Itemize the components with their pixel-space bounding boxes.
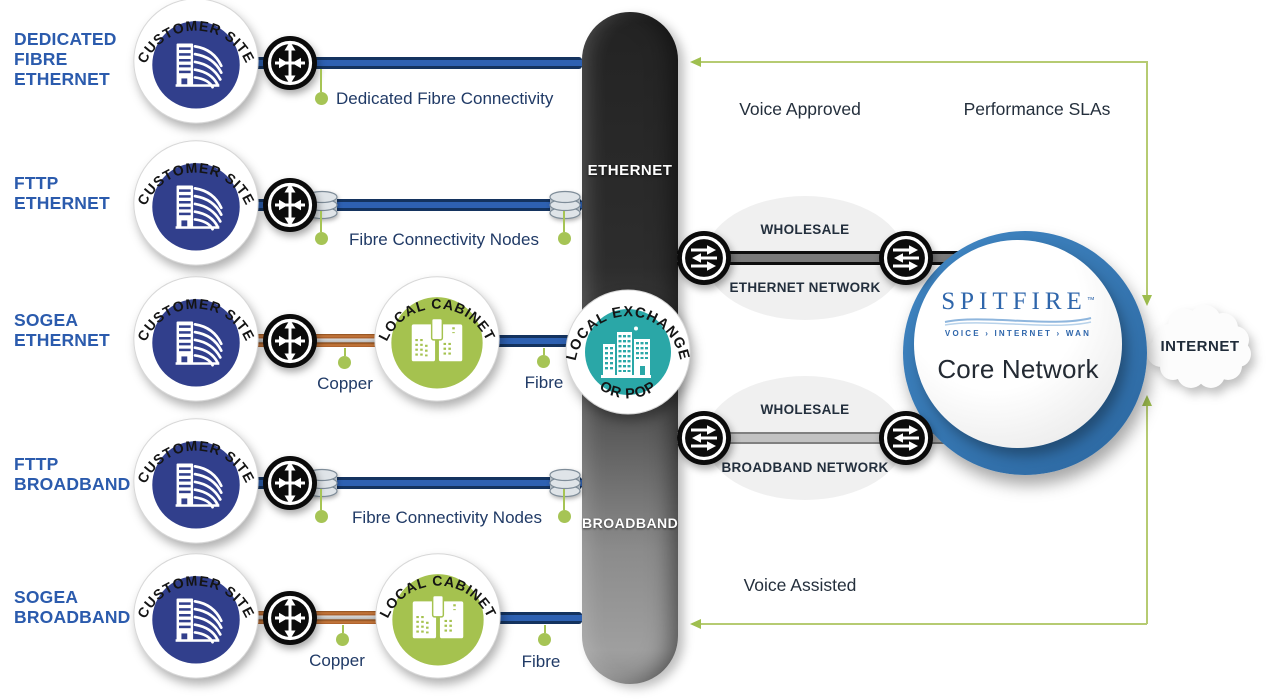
bar-label-broadband: BROADBAND [582,515,679,531]
callout-stem [320,69,322,92]
callout-dot [315,92,328,105]
voice-approved-loop-line [701,61,1147,63]
voice-assisted-loop-line [701,623,1147,625]
switch-icon-ethernet-right [876,228,936,288]
callout-dot [315,510,328,523]
customer-site-node-row1 [128,0,264,127]
router-icon-row2 [260,175,320,235]
internet-cloud: INTERNET [1147,305,1251,388]
core-network-inner: SPITFIRE™ VOICE › INTERNET › WAN Core Ne… [914,240,1122,448]
row-label-sogea-broadband: SOGEA BROADBAND [14,587,131,627]
fibre-label-row3: Fibre [524,373,564,392]
callout-dot [338,356,351,369]
row-label-line: DEDICATED [14,29,117,49]
row-label-line: BROADBAND [14,474,131,494]
loop-arrow-up-icon [1142,395,1152,406]
core-network-label: Core Network [937,354,1099,384]
row-label-line: BROADBAND [14,607,131,627]
fibre-label-row5: Fibre [521,652,561,671]
dedicated-fibre-connectivity-label: Dedicated Fibre Connectivity [336,89,554,108]
customer-site-node-row4 [128,411,264,547]
row-label-line: SOGEA [14,310,79,330]
fibre-connectivity-nodes-label-top: Fibre Connectivity Nodes [349,230,539,249]
row-label-line: FTTP [14,454,59,474]
router-icon-row3 [260,311,320,371]
loop-arrow-left-top-icon [690,57,701,67]
router-icon-row5 [260,588,320,648]
voice-approved-label: Voice Approved [739,99,861,119]
switch-icon-broadband-left [674,408,734,468]
row-label-line: ETHERNET [14,330,110,350]
callout-stem [544,625,546,633]
wholesale-label: WHOLESALE [760,222,850,237]
loop-line-right-lower [1146,404,1148,624]
customer-site-node-row5 [128,546,264,682]
logo-swoosh-icon [944,317,1092,327]
loop-arrow-down-icon [1142,295,1152,306]
copper-label-row5: Copper [309,651,365,670]
callout-stem [563,489,565,510]
callout-stem [320,489,322,510]
spitfire-logo: SPITFIRE™ [914,288,1122,316]
router-icon-row1 [260,33,320,93]
row-label-sogea-ethernet: SOGEA ETHERNET [14,310,110,350]
callout-dot [538,633,551,646]
voice-assisted-label: Voice Assisted [743,575,857,595]
broadband-network-label: BROADBAND NETWORK [721,460,889,475]
local-exchange-node [563,287,693,417]
callout-dot [558,510,571,523]
row-label-line: FTTP [14,173,59,193]
customer-site-node-row2 [128,133,264,269]
callout-stem [344,348,346,356]
callout-dot [558,232,571,245]
callout-dot [315,232,328,245]
copper-label-row3: Copper [317,374,373,393]
bar-label-ethernet: ETHERNET [587,162,673,179]
router-icon-row4 [260,453,320,513]
callout-stem [563,211,565,232]
spitfire-core-network: SPITFIRE™ VOICE › INTERNET › WAN Core Ne… [903,231,1147,475]
callout-stem [320,211,322,232]
ethernet-network-label: ETHERNET NETWORK [729,280,881,295]
row-label-fttp-ethernet: FTTP ETHERNET [14,173,110,213]
row-label-line: ETHERNET [14,69,110,89]
performance-slas-label: Performance SLAs [963,99,1111,119]
fibre-line-row1 [240,57,582,69]
loop-line-right-upper [1146,61,1148,297]
fibre-node-icon-row4-b [547,467,583,499]
callout-dot [537,355,550,368]
wholesale-label: WHOLESALE [760,402,850,417]
internet-label: INTERNET [1161,338,1240,355]
cloud-icon [1147,305,1251,388]
switch-icon-broadband-right [876,408,936,468]
row-label-line: SOGEA [14,587,79,607]
trademark-symbol: ™ [1086,295,1095,305]
row-label-line: ETHERNET [14,193,110,213]
row-label-fttp-broadband: FTTP BROADBAND [14,454,131,494]
callout-stem [543,348,545,355]
row-label-line: FIBRE [14,49,68,69]
spitfire-brand: SPITFIRE [941,288,1087,315]
fibre-connectivity-nodes-label-bottom: Fibre Connectivity Nodes [352,508,542,527]
row-label-dedicated-fibre-ethernet: DEDICATED FIBRE ETHERNET [14,29,117,89]
spitfire-tagline: VOICE › INTERNET › WAN [944,329,1092,338]
callout-dot [336,633,349,646]
callout-stem [342,625,344,633]
loop-arrow-left-bottom-icon [690,619,701,629]
local-cabinet-node-row5 [370,546,506,682]
customer-site-node-row3 [128,269,264,405]
switch-icon-ethernet-left [674,228,734,288]
fibre-node-icon-row2-b [547,189,583,221]
